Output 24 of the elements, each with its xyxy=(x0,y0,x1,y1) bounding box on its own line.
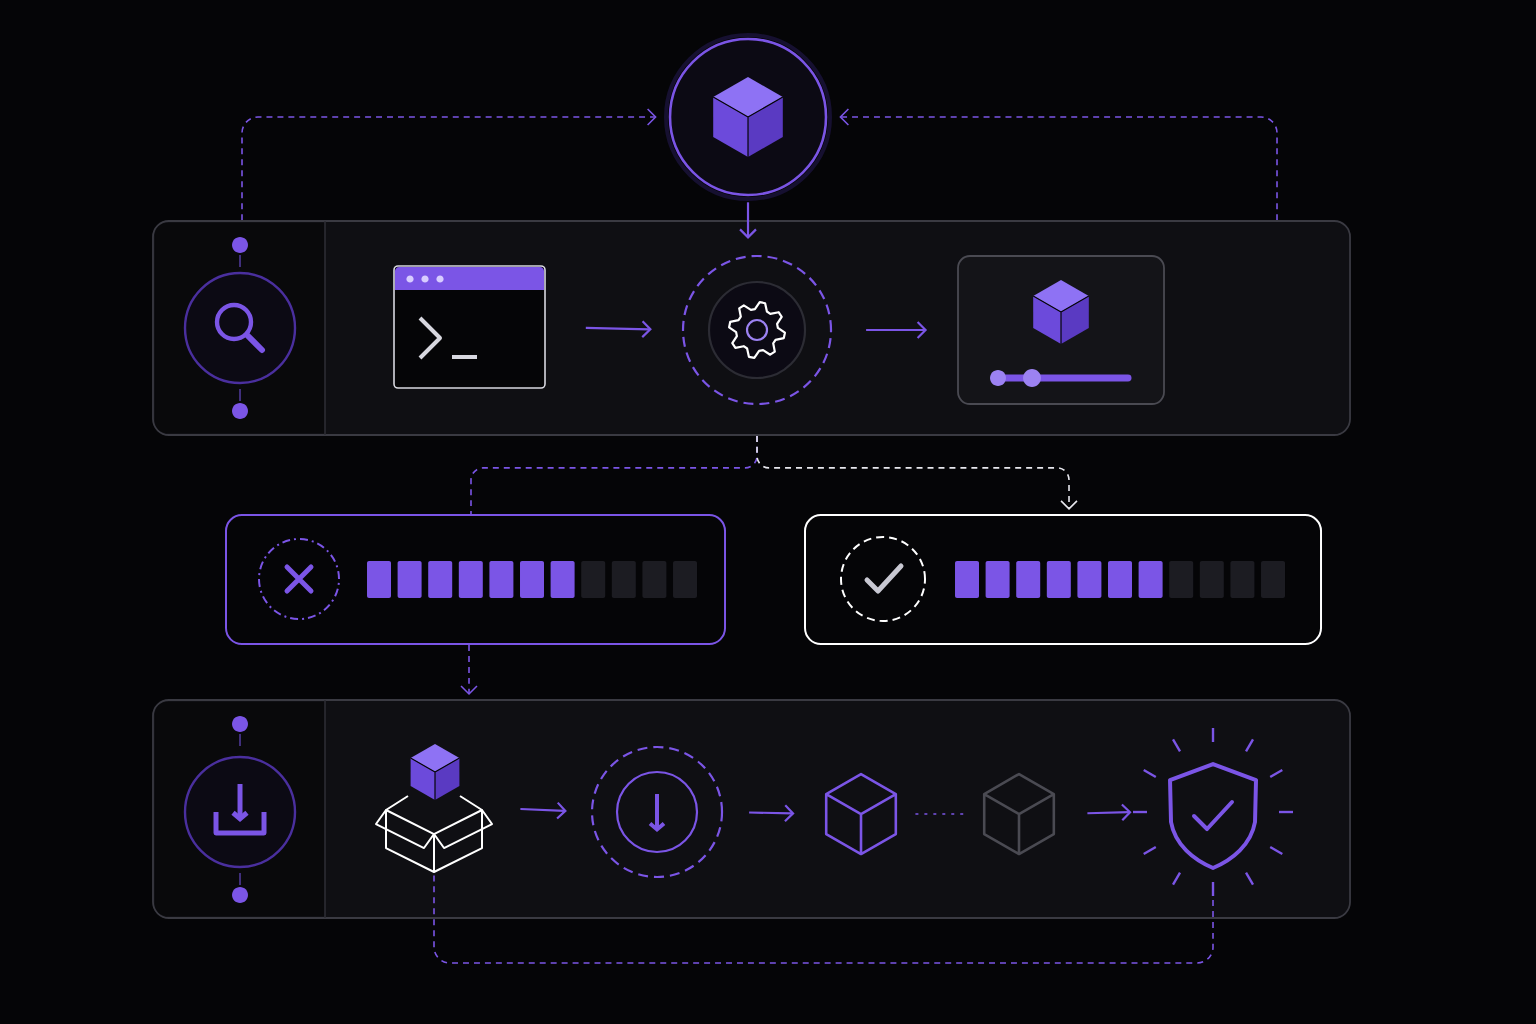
package-card xyxy=(957,255,1165,405)
shield-icon xyxy=(1133,728,1293,896)
arrow xyxy=(520,801,567,820)
arrow xyxy=(460,644,478,696)
gear-badge xyxy=(681,254,833,406)
download-badge xyxy=(183,716,297,903)
arrow xyxy=(739,202,757,239)
arrow xyxy=(756,435,1078,510)
connector xyxy=(914,813,966,815)
open-box-drawing xyxy=(375,744,493,873)
panel xyxy=(152,699,1351,919)
connector xyxy=(433,874,1214,964)
cube-icon xyxy=(982,772,1056,856)
cube-icon xyxy=(824,772,898,856)
arrow xyxy=(866,321,928,339)
cube-badge xyxy=(664,33,832,201)
download-badge xyxy=(590,745,724,879)
arrow xyxy=(1087,803,1132,822)
arrow xyxy=(839,108,1278,221)
terminal-window xyxy=(393,265,546,389)
search-badge xyxy=(183,237,297,419)
arrow xyxy=(585,320,652,338)
arrow xyxy=(241,108,657,221)
arrow xyxy=(749,804,795,822)
